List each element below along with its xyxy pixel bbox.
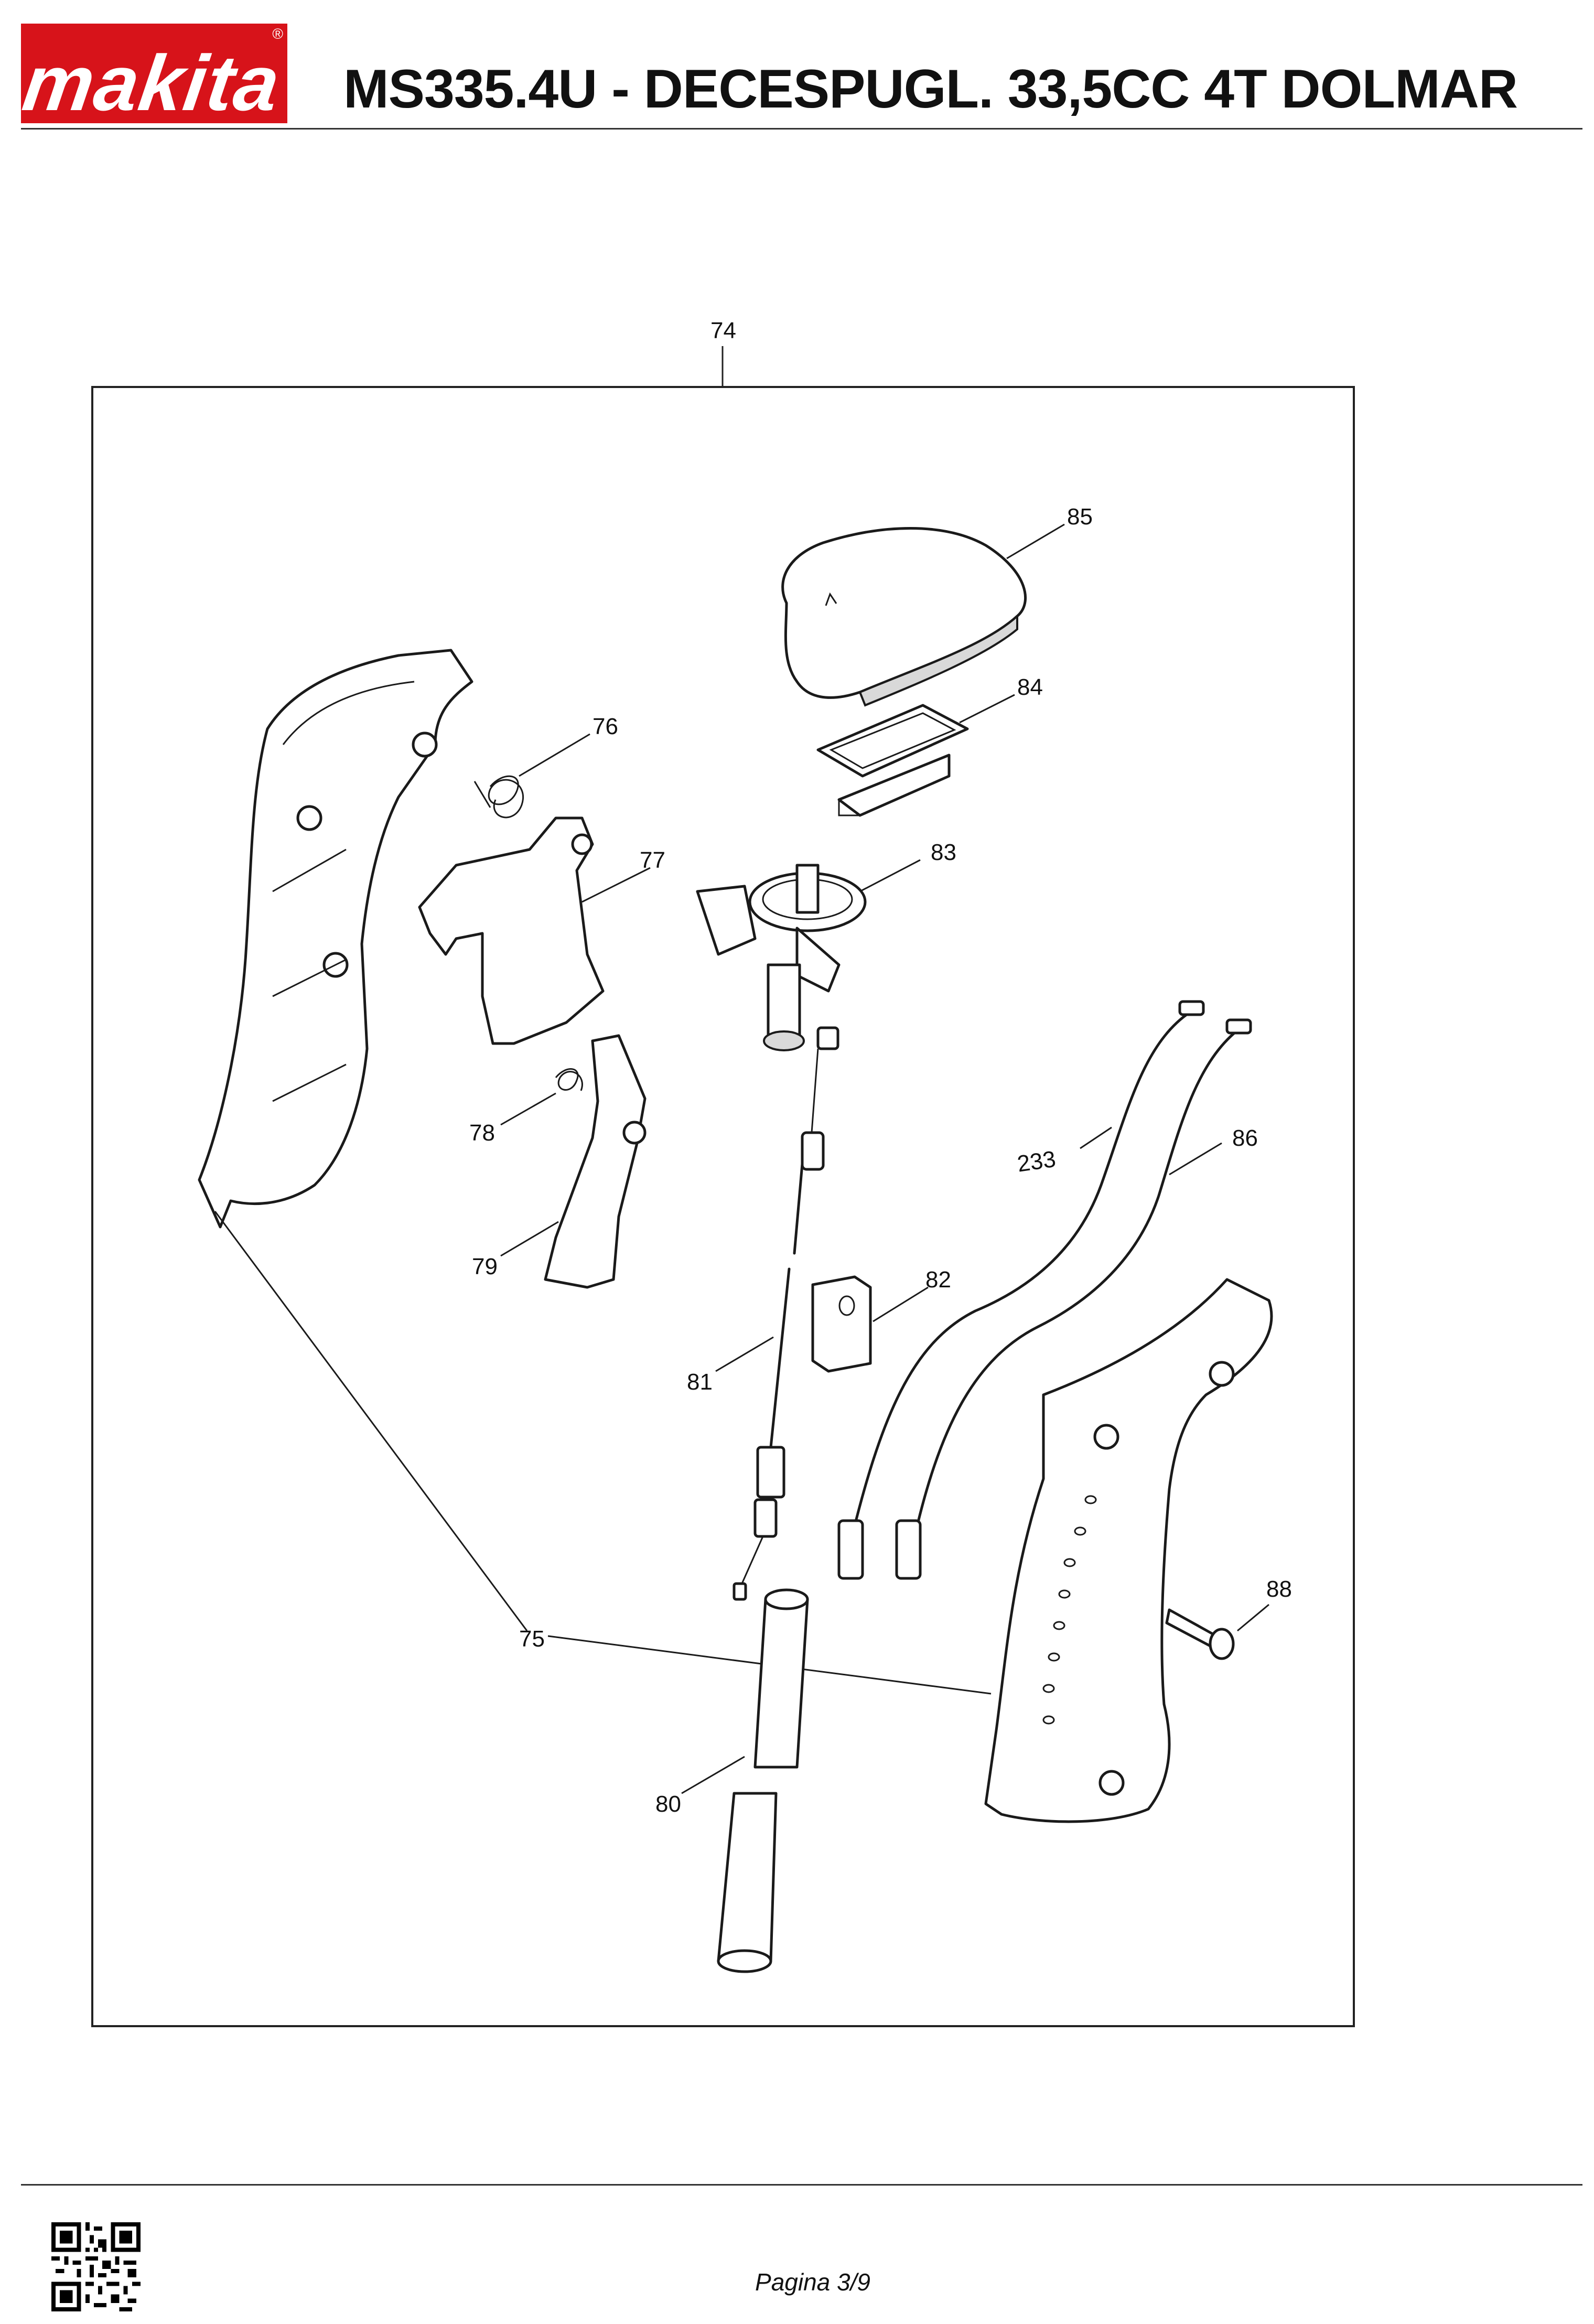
callout-78: 78 [469, 1120, 495, 1146]
leader-77 [581, 867, 651, 903]
leader-81 [715, 1336, 774, 1372]
part-80-tube [717, 1588, 809, 1973]
leader-80 [681, 1756, 745, 1794]
callout-75: 75 [519, 1626, 545, 1652]
part-86-233-wires [837, 1000, 1252, 1580]
page-title: MS335.4U - DECESPUGL. 33,5CC 4T DOLMAR [343, 59, 1518, 120]
callout-84: 84 [1017, 674, 1043, 700]
part-82-block [811, 1275, 872, 1373]
header-divider [21, 128, 1582, 130]
callout-88: 88 [1266, 1576, 1292, 1602]
callout-83: 83 [931, 840, 956, 865]
part-83-switch [696, 864, 867, 1051]
qr-code [51, 2222, 141, 2311]
callout-233: 233 [1016, 1146, 1058, 1177]
callout-85: 85 [1067, 504, 1093, 530]
part-78-spring [555, 1068, 583, 1091]
callout-74: 74 [710, 318, 736, 343]
part-75-handle-right [984, 1278, 1273, 1823]
leader-85 [1006, 523, 1065, 560]
leader-82 [873, 1286, 929, 1322]
callout-82: 82 [925, 1267, 951, 1293]
leader-88 [1237, 1604, 1269, 1632]
leader-86 [1169, 1142, 1222, 1176]
leader-83 [859, 859, 921, 892]
part-85-cover [781, 527, 1027, 707]
leader-84 [959, 694, 1015, 724]
callout-86: 86 [1232, 1125, 1258, 1151]
page-header: makita ® MS335.4U - DECESPUGL. 33,5CC 4T… [0, 0, 1594, 131]
leader-233 [1080, 1126, 1112, 1149]
callout-80: 80 [655, 1791, 681, 1817]
makita-logo: makita ® [21, 24, 287, 123]
part-81-cable [733, 1026, 839, 1601]
part-77-lever [418, 816, 605, 1045]
leader-75-left [214, 1211, 528, 1631]
leader-79 [500, 1221, 559, 1257]
part-79-trigger [544, 1034, 647, 1289]
callout-76: 76 [593, 714, 618, 739]
leader-76 [519, 733, 590, 777]
part-76-spring [473, 775, 524, 819]
part-75-handle-left [198, 649, 473, 1229]
callout-77: 77 [640, 847, 665, 873]
registered-mark: ® [272, 26, 283, 42]
part-88-screw [1165, 1608, 1235, 1660]
page-number: Pagina 3/9 [755, 2268, 870, 2296]
part-84-bracket [816, 704, 969, 817]
callout-79: 79 [472, 1254, 498, 1279]
callout-81: 81 [687, 1369, 713, 1395]
footer-divider [21, 2184, 1582, 2186]
leader-78 [500, 1092, 556, 1126]
